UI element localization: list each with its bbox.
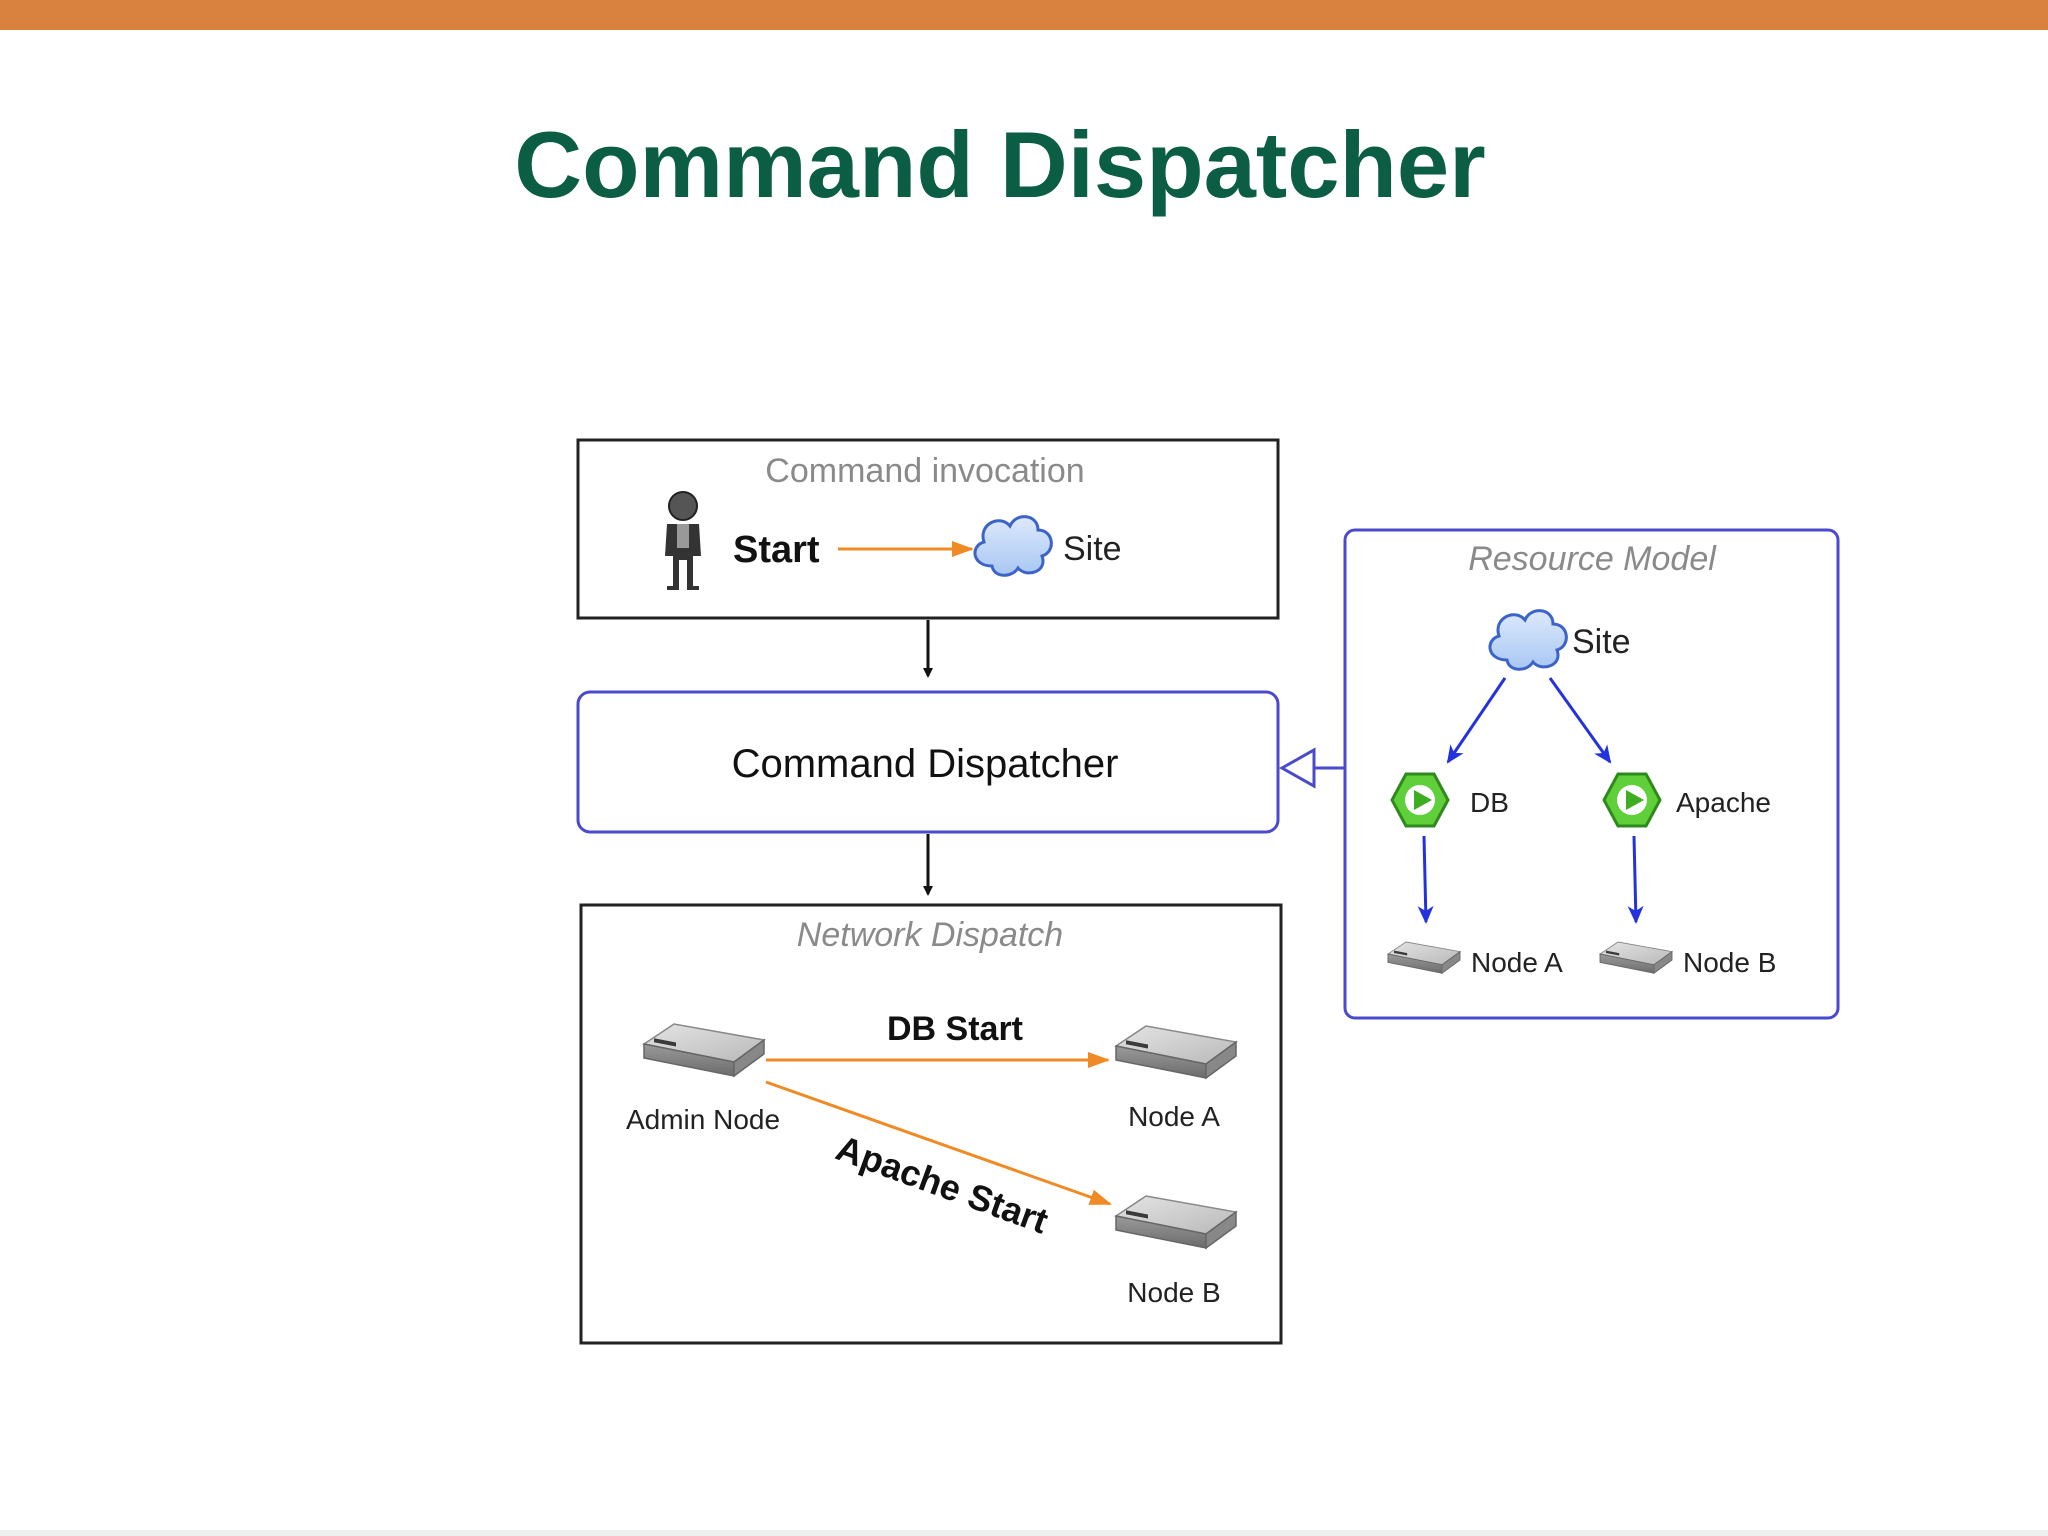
apache-to-node-b-arrow bbox=[1627, 835, 1644, 924]
db-start-label: DB Start bbox=[887, 1010, 1023, 1048]
apache-service-icon bbox=[1602, 772, 1662, 828]
command-dispatcher-box: Command Dispatcher bbox=[576, 690, 1280, 834]
start-label: Start bbox=[733, 529, 820, 571]
resource-model-link bbox=[1278, 747, 1344, 789]
resource-db-label: DB bbox=[1470, 787, 1509, 818]
network-dispatch-box: Network Dispatch Admin Node DB Start Nod… bbox=[579, 903, 1283, 1345]
db-to-node-a-arrow bbox=[1417, 835, 1434, 924]
bottom-strip bbox=[0, 1530, 2048, 1536]
resource-site-label: Site bbox=[1572, 623, 1631, 661]
resource-model-caption: Resource Model bbox=[1468, 540, 1717, 578]
apache-start-arrow bbox=[765, 1080, 1112, 1206]
admin-node-label: Admin Node bbox=[626, 1104, 780, 1135]
resource-apache-label: Apache bbox=[1676, 787, 1771, 818]
command-dispatcher-label: Command Dispatcher bbox=[732, 742, 1119, 786]
db-service-icon bbox=[1390, 772, 1450, 828]
site-to-apache-arrow bbox=[1548, 677, 1612, 764]
site-to-db-arrow bbox=[1446, 677, 1507, 764]
invocation-site-label: Site bbox=[1063, 530, 1122, 568]
resource-node-b-label: Node B bbox=[1683, 947, 1776, 978]
network-node-a-label: Node A bbox=[1128, 1101, 1220, 1132]
slide-title: Command Dispatcher bbox=[514, 112, 1486, 217]
resource-node-a-label: Node A bbox=[1471, 947, 1563, 978]
command-invocation-box: Command invocation Start Site bbox=[576, 438, 1280, 620]
resource-model-box: Resource Model Site DB Apache Node A Nod… bbox=[1343, 528, 1840, 1020]
network-dispatch-caption: Network Dispatch bbox=[797, 916, 1063, 954]
top-accent-bar bbox=[0, 0, 2048, 30]
person-icon bbox=[665, 491, 701, 590]
network-node-b-label: Node B bbox=[1127, 1277, 1220, 1308]
command-invocation-caption: Command invocation bbox=[765, 452, 1084, 490]
